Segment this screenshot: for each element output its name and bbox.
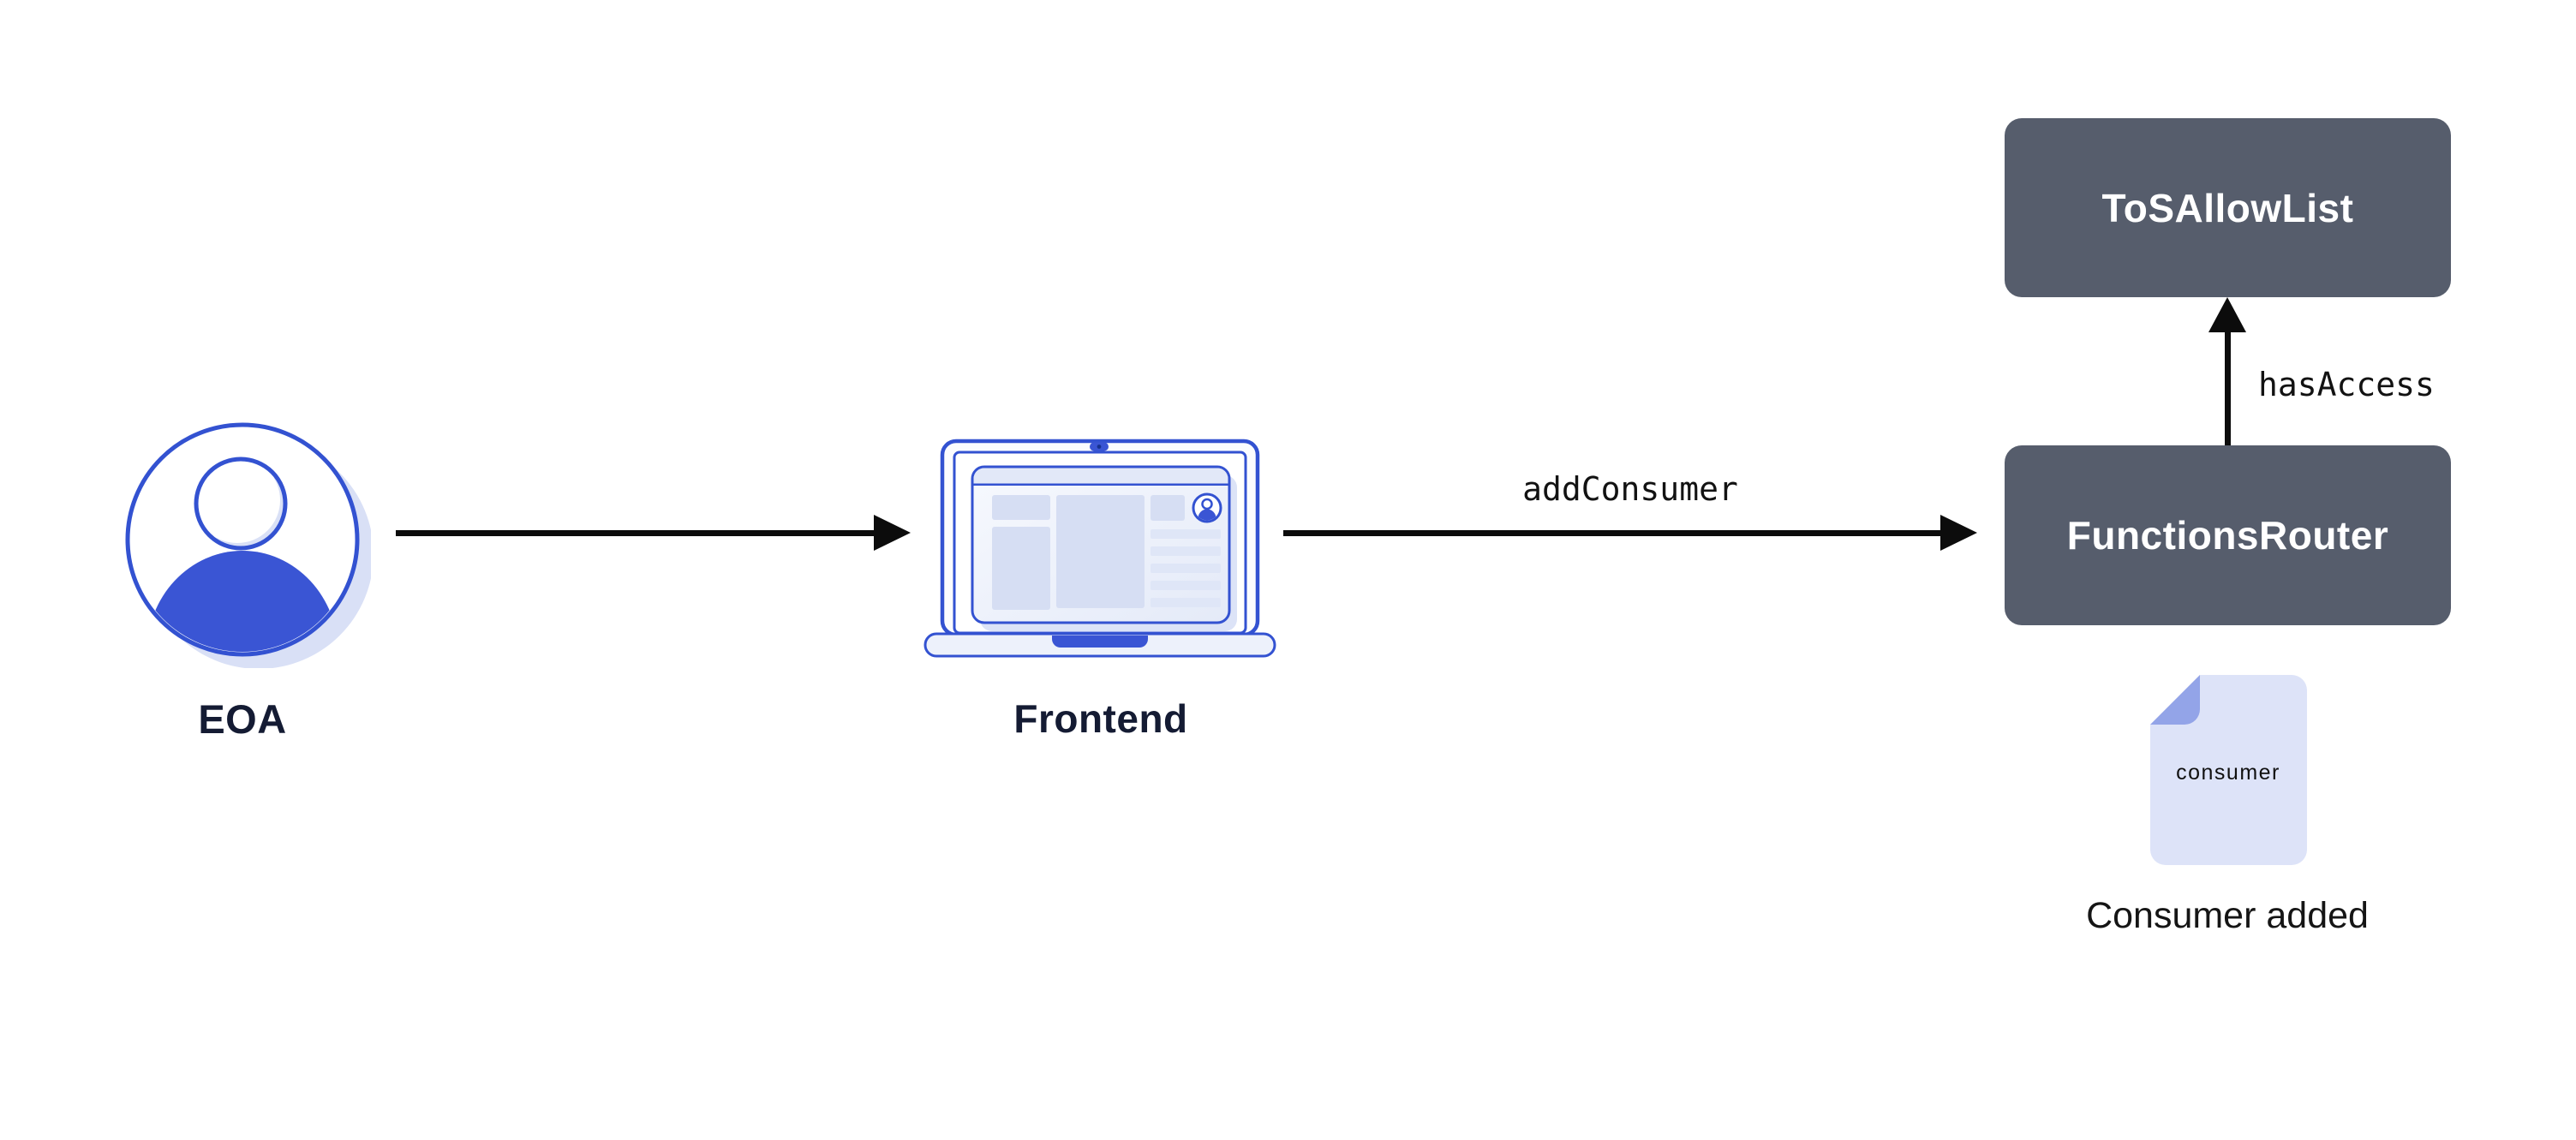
add-consumer-label: addConsumer (1522, 470, 1738, 508)
node-functionsrouter: FunctionsRouter (2005, 445, 2451, 625)
edge-eoa-frontend-line (396, 530, 876, 536)
edge-router-tos-line (2225, 331, 2231, 445)
node-eoa (114, 411, 374, 669)
document-icon (2150, 675, 2307, 865)
laptop-icon (923, 439, 1276, 658)
frontend-label: Frontend (1013, 696, 1188, 741)
node-consumer-doc (2150, 675, 2307, 865)
node-frontend (923, 439, 1276, 658)
eoa-label: EOA (198, 696, 287, 742)
consumer-added-caption: Consumer added (2086, 895, 2369, 936)
edge-frontend-router-line (1283, 530, 1940, 536)
edge-frontend-router-arrowhead-icon (1940, 515, 1977, 551)
functionsrouter-label: FunctionsRouter (2066, 513, 2389, 558)
node-tosallowlist: ToSAllowList (2005, 118, 2451, 297)
edge-eoa-frontend-arrowhead-icon (874, 515, 911, 551)
user-avatar-icon (125, 422, 374, 669)
consumer-doc-text: consumer (2176, 761, 2280, 785)
has-access-label: hasAccess (2258, 366, 2435, 403)
edge-router-tos-arrowhead-icon (2208, 297, 2246, 332)
tosallowlist-label: ToSAllowList (2101, 185, 2354, 230)
